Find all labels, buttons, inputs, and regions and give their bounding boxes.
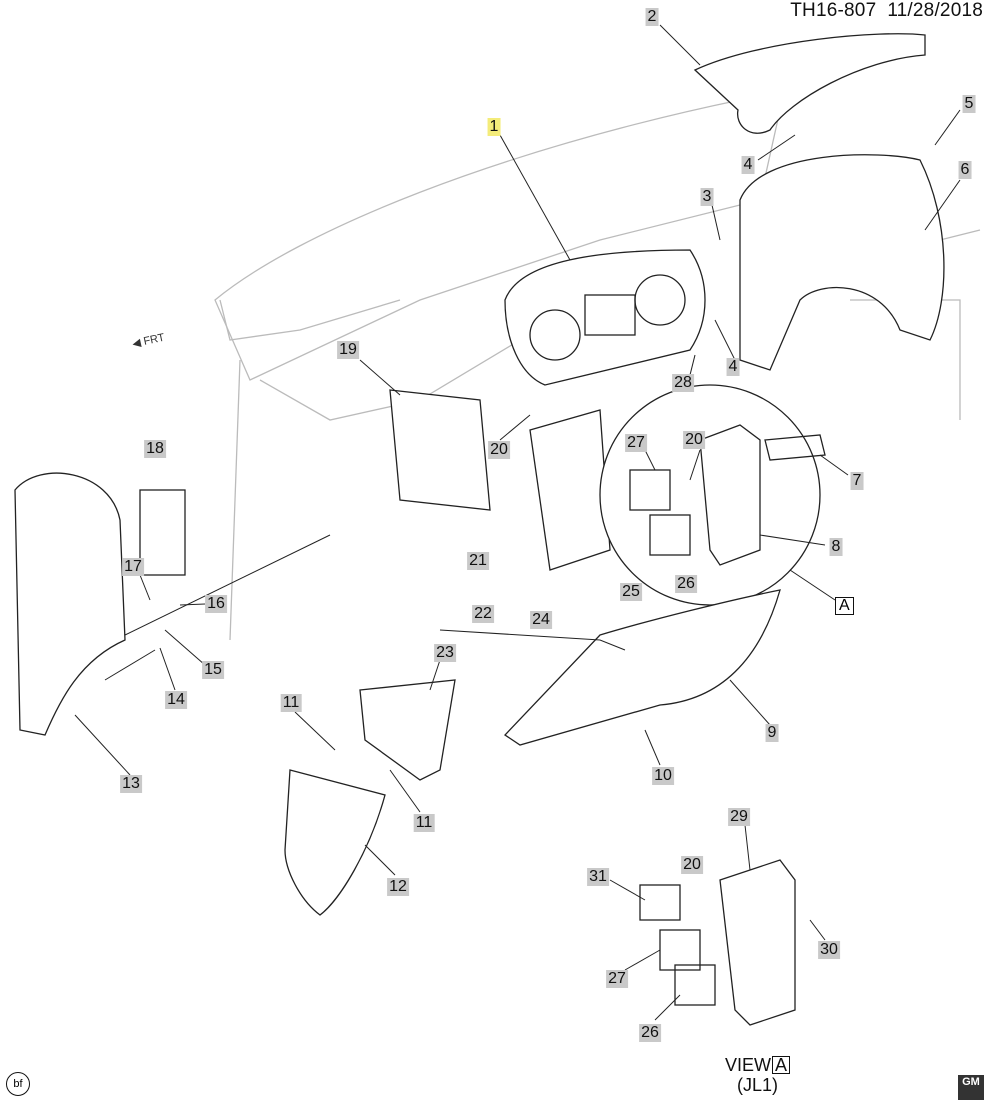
callout-27[interactable]: 27 (625, 434, 647, 452)
callout-20b[interactable]: 20 (488, 441, 510, 459)
callout-8[interactable]: 8 (829, 538, 843, 556)
part-1-instrument-cluster (504, 249, 706, 386)
part-18-label (139, 489, 186, 576)
diagram-date: 11/28/2018 (887, 0, 983, 21)
callout-21[interactable]: 21 (467, 552, 489, 570)
callout-4b[interactable]: 4 (726, 358, 740, 376)
callout-18[interactable]: 18 (144, 440, 166, 458)
part-13-end-panel (14, 472, 126, 736)
view-variant: (JL1) (737, 1075, 779, 1095)
callout-24[interactable]: 24 (530, 611, 552, 629)
callout-3[interactable]: 3 (700, 188, 714, 206)
callout-14[interactable]: 14 (165, 691, 187, 709)
callout-29[interactable]: 29 (728, 808, 750, 826)
part-19-module (389, 389, 491, 511)
callout-15[interactable]: 15 (202, 661, 224, 679)
part-7 (764, 434, 826, 461)
callout-7[interactable]: 7 (850, 472, 864, 490)
callout-11[interactable]: 11 (280, 694, 302, 712)
detail-ref-a[interactable]: A (835, 597, 854, 615)
callout-17[interactable]: 17 (122, 558, 144, 576)
callout-23[interactable]: 23 (434, 644, 456, 662)
part-9-lower-trim (503, 589, 781, 746)
callout-31[interactable]: 31 (587, 868, 609, 886)
part-25-switch-panel (529, 409, 611, 571)
diagram-id: TH16-807 (790, 0, 877, 21)
detail-circle-a (599, 384, 821, 606)
callout-26b[interactable]: 26 (639, 1024, 661, 1042)
callout-20c[interactable]: 20 (681, 856, 703, 874)
diagram-header: TH16-807 11/28/2018 (790, 0, 983, 22)
corner-mark-bf: bf (6, 1072, 30, 1096)
callout-26[interactable]: 26 (675, 575, 697, 593)
callout-4[interactable]: 4 (741, 156, 755, 174)
gm-logo: GM (958, 1075, 984, 1100)
callout-10[interactable]: 10 (652, 767, 674, 785)
callout-5[interactable]: 5 (962, 95, 976, 113)
callout-25[interactable]: 25 (620, 583, 642, 601)
callout-6[interactable]: 6 (958, 161, 972, 179)
callout-16[interactable]: 16 (205, 595, 227, 613)
callout-20[interactable]: 20 (683, 431, 705, 449)
part-12-knee-panel (284, 769, 386, 916)
callout-1[interactable]: 1 (487, 118, 501, 136)
callout-9[interactable]: 9 (765, 724, 779, 742)
part-6-cluster-bezel (739, 154, 945, 371)
callout-27b[interactable]: 27 (606, 970, 628, 988)
callout-2[interactable]: 2 (645, 8, 659, 26)
leader-lines (74, 24, 961, 1021)
callout-19[interactable]: 19 (337, 341, 359, 359)
callout-13[interactable]: 13 (120, 775, 142, 793)
callout-28[interactable]: 28 (672, 374, 694, 392)
view-label: VIEW (725, 1055, 772, 1075)
callout-12[interactable]: 12 (387, 878, 409, 896)
part-23-bracket (359, 679, 456, 781)
view-ref-box: A (772, 1056, 791, 1074)
part-8-switch-bezel (699, 424, 761, 566)
callout-22[interactable]: 22 (472, 605, 494, 623)
callout-30[interactable]: 30 (818, 941, 840, 959)
part-2-upper-trim (693, 33, 926, 134)
view-a-bezel (719, 859, 796, 1026)
callout-11b[interactable]: 11 (413, 814, 435, 832)
